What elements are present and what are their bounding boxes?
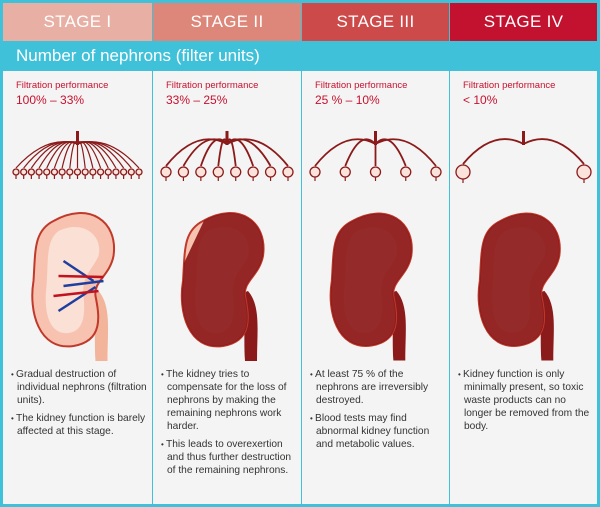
description-bullet: Blood tests may find abnormal kidney fun… (308, 412, 445, 451)
stage-column-1: Filtration performance 100% – 33% Gradua… (3, 71, 152, 504)
description-list: Kidney function is only minimally presen… (456, 368, 593, 438)
filtration-value: < 10% (463, 93, 498, 107)
filtration-performance: Filtration performance < 10% (463, 80, 555, 107)
filtration-label: Filtration performance (166, 80, 259, 91)
filtration-performance: Filtration performance 33% – 25% (166, 80, 258, 107)
stage-column-3: Filtration performance 25 % – 10% At lea… (302, 71, 449, 504)
description-list: Gradual destruction of individual nephro… (9, 368, 148, 443)
nephron-count-banner: Number of nephrons (filter units) (3, 41, 597, 70)
filtration-performance: Filtration performance 25 % – 10% (315, 80, 407, 107)
stage-header-3: STAGE III (302, 3, 449, 41)
description-list: The kidney tries to compensate for the l… (159, 368, 297, 482)
filtration-label: Filtration performance (463, 80, 556, 91)
kidney-illustration (450, 201, 597, 361)
stage-column-2: Filtration performance 33% – 25% The kid… (153, 71, 301, 504)
filtration-value: 33% – 25% (166, 93, 228, 107)
kidney-illustration (153, 201, 301, 361)
kidney-illustration (3, 201, 152, 361)
filtration-label: Filtration performance (315, 80, 408, 91)
description-bullet: Gradual destruction of individual nephro… (9, 368, 148, 407)
description-bullet: The kidney tries to compensate for the l… (159, 368, 297, 433)
stage-header-4: STAGE IV (450, 3, 597, 41)
description-bullet: The kidney function is barely affected a… (9, 412, 148, 438)
description-bullet: At least 75 % of the nephrons are irreve… (308, 368, 445, 407)
description-list: At least 75 % of the nephrons are irreve… (308, 368, 445, 456)
stage-header-2: STAGE II (153, 3, 301, 41)
description-bullet: This leads to overexertion and thus furt… (159, 438, 297, 477)
filtration-label: Filtration performance (16, 80, 109, 91)
stage-header-1: STAGE I (3, 3, 152, 41)
filtration-value: 25 % – 10% (315, 93, 380, 107)
filtration-performance: Filtration performance 100% – 33% (16, 80, 108, 107)
stage-column-4: Filtration performance < 10% Kidney func… (450, 71, 597, 504)
filtration-value: 100% – 33% (16, 93, 85, 107)
nephron-tree-illustration (12, 131, 143, 179)
kidney-illustration (302, 201, 449, 361)
description-bullet: Kidney function is only minimally presen… (456, 368, 593, 433)
nephron-tree-illustration (455, 131, 592, 183)
nephron-tree-illustration (309, 131, 442, 181)
nephron-tree-illustration (160, 131, 294, 181)
